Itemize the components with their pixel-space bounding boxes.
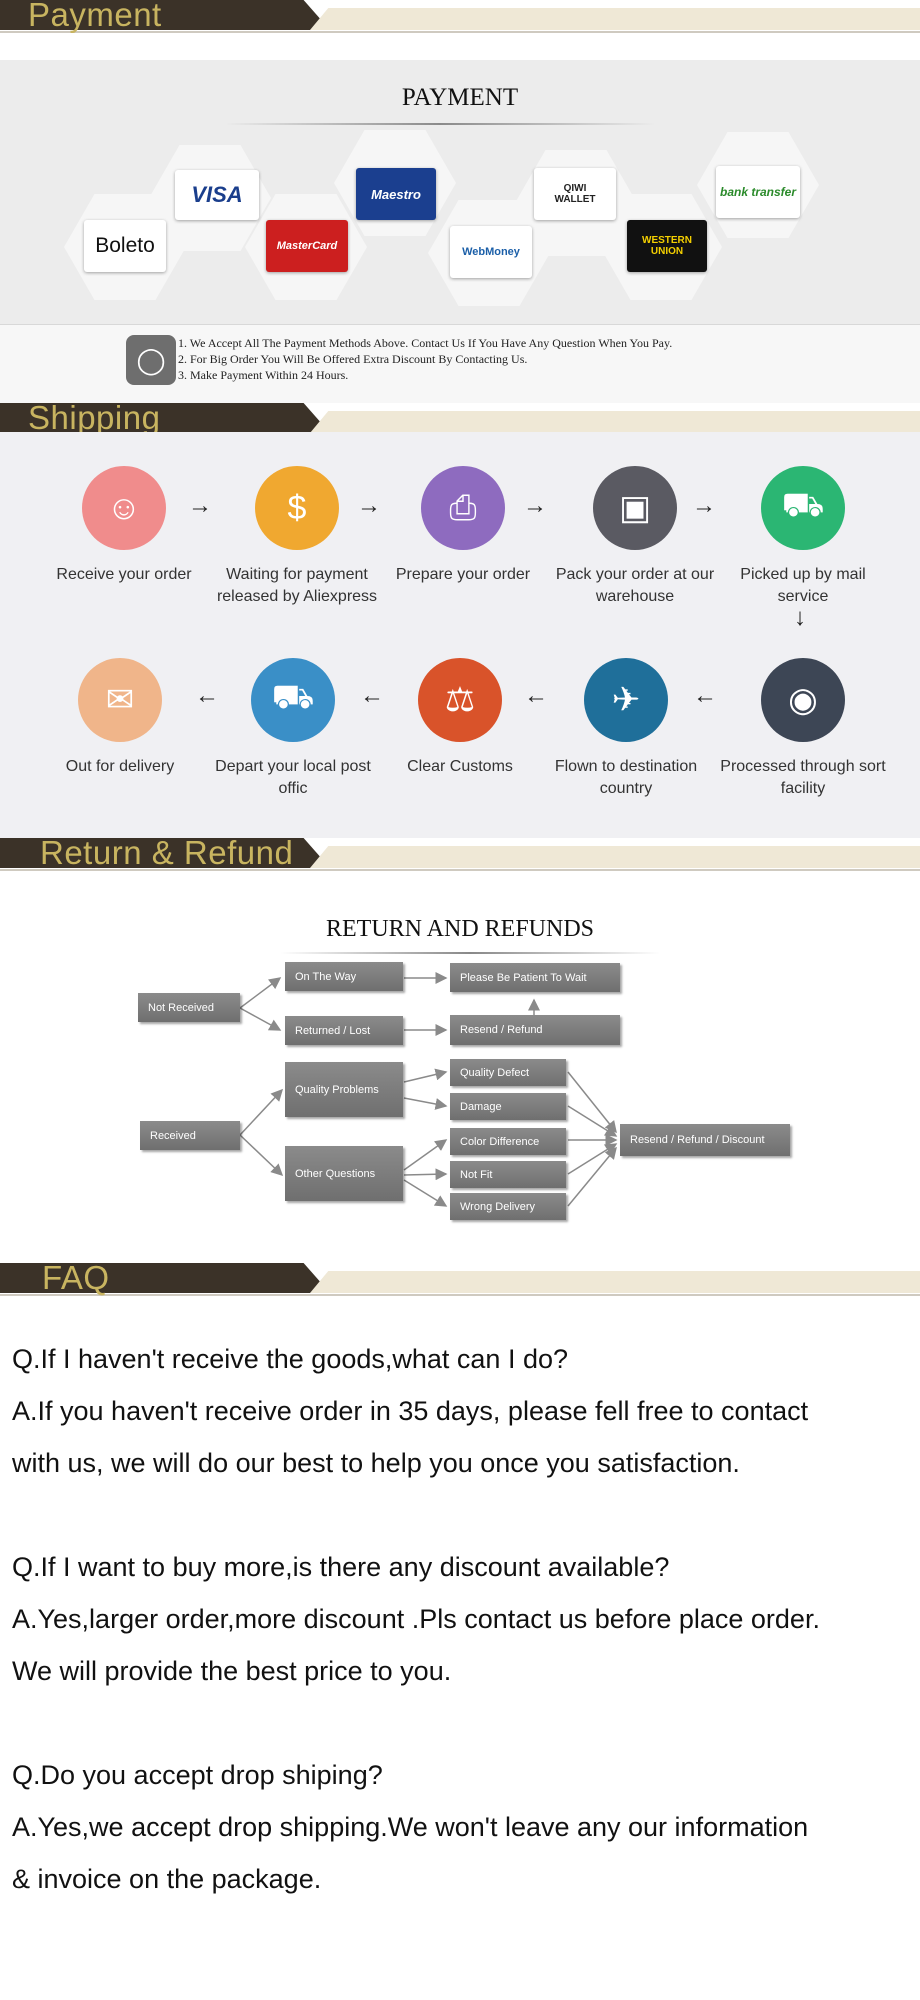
faq-question: Q.If I want to buy more,is there any dis… bbox=[12, 1552, 670, 1582]
left-arrow-icon: ← bbox=[360, 682, 384, 709]
parcel-hands-icon: ✉ bbox=[78, 658, 162, 742]
return-refund-section-header: Return & Refund bbox=[0, 834, 920, 872]
shipping-step: ▣ Pack your order at our warehouse bbox=[550, 466, 720, 608]
faq-answer-line: with us, we will do our best to help you… bbox=[12, 1448, 740, 1478]
faq-answer-line: & invoice on the package. bbox=[12, 1864, 322, 1894]
shipping-step: ⛟ Picked up by mail service bbox=[718, 466, 888, 608]
mastercard-logo: MasterCard bbox=[266, 220, 348, 272]
right-arrow-icon: → bbox=[188, 492, 212, 519]
shipping-step: $ Waiting for payment released by Aliexp… bbox=[212, 466, 382, 608]
section-title: Shipping bbox=[28, 399, 161, 436]
title-divider bbox=[280, 952, 660, 954]
shipping-step: ☺ Receive your order bbox=[39, 466, 209, 586]
flow-box-wrong-delivery: Wrong Delivery bbox=[450, 1193, 566, 1220]
globe-icon: ◉ bbox=[761, 658, 845, 742]
boleto-logo: Boleto bbox=[84, 220, 166, 272]
left-arrow-icon: ← bbox=[195, 682, 219, 709]
lightbulb-icon: ◯ bbox=[126, 335, 176, 385]
shipping-step: ✉ Out for delivery bbox=[35, 658, 205, 778]
shipping-step: ⛟ Depart your local post offic bbox=[208, 658, 378, 800]
payment-notes: ◯ 1. We Accept All The Payment Methods A… bbox=[0, 324, 920, 403]
printer-icon: ⎙ bbox=[421, 466, 505, 550]
flow-box-not-received: Not Received bbox=[138, 993, 240, 1022]
shipping-step: ⎙ Prepare your order bbox=[378, 466, 548, 586]
title-divider bbox=[225, 123, 655, 125]
section-title: FAQ bbox=[42, 1259, 110, 1296]
van-icon: ⛟ bbox=[251, 658, 335, 742]
section-title: Return & Refund bbox=[40, 834, 294, 871]
shipping-section-header: Shipping bbox=[0, 399, 920, 437]
flow-box-damage: Damage bbox=[450, 1093, 566, 1120]
payment-panel: PAYMENT Boleto VISA MasterCard Maestro W… bbox=[0, 60, 920, 403]
shipping-step: ⚖ Clear Customs bbox=[375, 658, 545, 778]
faq-answer-line: We will provide the best price to you. bbox=[12, 1656, 452, 1686]
flow-box-received: Received bbox=[140, 1121, 240, 1150]
flow-box-quality-defect: Quality Defect bbox=[450, 1059, 566, 1086]
box-icon: ▣ bbox=[593, 466, 677, 550]
return-refund-title: RETURN AND REFUNDS bbox=[325, 916, 595, 942]
money-bag-icon: $ bbox=[255, 466, 339, 550]
qiwi-wallet-logo: QIWI WALLET bbox=[534, 168, 616, 220]
flow-box-resend-refund: Resend / Refund bbox=[450, 1015, 620, 1045]
payment-note: 3. Make Payment Within 24 Hours. bbox=[178, 368, 349, 382]
left-arrow-icon: ← bbox=[524, 682, 548, 709]
right-arrow-icon: → bbox=[523, 492, 547, 519]
flow-box-not-fit: Not Fit bbox=[450, 1161, 566, 1188]
faq-list: Q.If I haven't receive the goods,what ca… bbox=[12, 1333, 912, 1905]
truck-icon: ⛟ bbox=[761, 466, 845, 550]
faq-question: Q.Do you accept drop shiping? bbox=[12, 1760, 383, 1790]
shipping-step: ✈ Flown to destination country bbox=[541, 658, 711, 800]
flow-box-on-the-way: On The Way bbox=[285, 962, 403, 991]
webmoney-logo: WebMoney bbox=[450, 226, 532, 278]
flow-box-returned-lost: Returned / Lost bbox=[285, 1016, 403, 1045]
faq-question: Q.If I haven't receive the goods,what ca… bbox=[12, 1344, 568, 1374]
flow-box-color-difference: Color Difference bbox=[450, 1128, 566, 1155]
section-title: Payment bbox=[28, 0, 162, 33]
airplane-icon: ✈ bbox=[584, 658, 668, 742]
right-arrow-icon: → bbox=[692, 492, 716, 519]
payment-title: PAYMENT bbox=[401, 84, 519, 111]
payment-note-list: 1. We Accept All The Payment Methods Abo… bbox=[178, 335, 672, 383]
payment-section-header: Payment bbox=[0, 0, 920, 34]
flow-box-resend-refund-discount: Resend / Refund / Discount bbox=[620, 1124, 790, 1156]
faq-answer-line: A.Yes,we accept drop shipping.We won't l… bbox=[12, 1812, 809, 1842]
bank-transfer-logo: bank transfer bbox=[716, 166, 800, 218]
maestro-logo: Maestro bbox=[356, 168, 436, 220]
flow-box-quality-problems: Quality Problems bbox=[285, 1062, 403, 1117]
payment-note: 2. For Big Order You Will Be Offered Ext… bbox=[178, 352, 528, 366]
person-at-desk-icon: ☺ bbox=[82, 466, 166, 550]
faq-answer-line: A.Yes,larger order,more discount .Pls co… bbox=[12, 1604, 820, 1634]
down-arrow-icon: ↓ bbox=[794, 604, 806, 631]
flow-box-please-wait: Please Be Patient To Wait bbox=[450, 963, 620, 992]
shipping-panel: ☺ Receive your order → $ Waiting for pay… bbox=[0, 432, 920, 838]
left-arrow-icon: ← bbox=[693, 682, 717, 709]
shipping-step: ◉ Processed through sort facility bbox=[718, 658, 888, 800]
faq-section-header: FAQ bbox=[0, 1259, 920, 1297]
payment-note: 1. We Accept All The Payment Methods Abo… bbox=[178, 336, 673, 350]
customs-officer-icon: ⚖ bbox=[418, 658, 502, 742]
visa-logo: VISA bbox=[175, 170, 259, 220]
faq-answer-line: A.If you haven't receive order in 35 day… bbox=[12, 1396, 809, 1426]
right-arrow-icon: → bbox=[357, 492, 381, 519]
flow-box-other-questions: Other Questions bbox=[285, 1146, 403, 1201]
western-union-logo: WESTERN UNION bbox=[627, 220, 707, 272]
